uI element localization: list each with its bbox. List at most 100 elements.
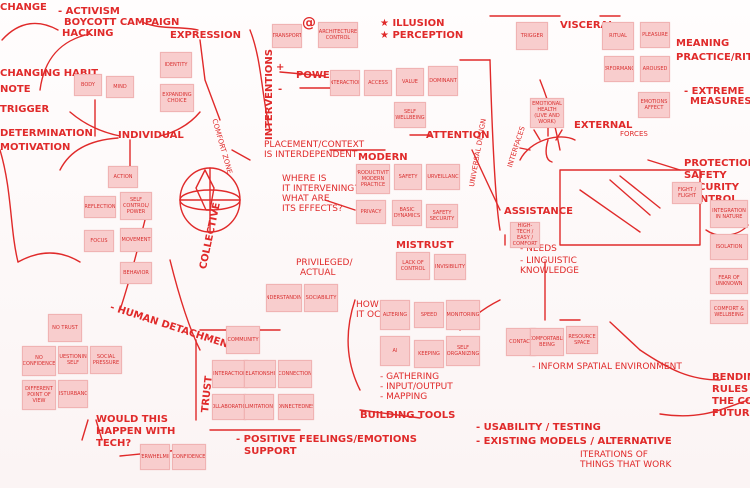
sticky-note: DISTURBANCE xyxy=(58,380,88,408)
label-security: SECURITY xyxy=(684,182,739,193)
sticky-note: MOVEMENT xyxy=(120,228,152,252)
label-activism: - ACTIVISM xyxy=(58,6,120,17)
label-meaning: MEANING xyxy=(676,38,730,49)
sticky-note: COLLABORATION xyxy=(212,394,246,420)
label-changing-habit: CHANGING HABIT xyxy=(0,68,99,79)
label-gathering: - GATHERING xyxy=(380,372,440,382)
sticky-note: DIFFERENT POINT OF VIEW xyxy=(22,380,56,410)
sticky-note: FIGHT / FLIGHT xyxy=(672,182,702,204)
label-knowledge: KNOWLEDGE xyxy=(520,266,579,276)
sticky-note: RESOURCE SPACE xyxy=(566,326,598,354)
sticky-note: CONNECTEDNESS xyxy=(278,394,314,420)
label-interventions: INTERVENTIONS xyxy=(264,49,275,140)
label-the-com: THE COM xyxy=(712,396,750,407)
sticky-note: LIMITATION xyxy=(244,394,274,420)
label-mistrust: MISTRUST xyxy=(396,240,454,251)
label-note: NOTE xyxy=(0,84,31,95)
sticky-note: CONNECTION xyxy=(278,360,312,388)
label-tech: TECH? xyxy=(96,438,132,449)
sticky-note: INVISIBILITY xyxy=(434,254,466,280)
label-visceral: VISCERAL xyxy=(560,20,615,31)
sticky-note: CONFIDENCE xyxy=(172,444,206,470)
label-existing: - EXISTING MODELS / ALTERNATIVE xyxy=(476,436,672,447)
label-plus: + xyxy=(276,62,285,73)
sticky-note: MONITORING xyxy=(446,300,480,330)
sticky-note: ACTION xyxy=(108,166,138,188)
label-extreme: - EXTREME xyxy=(684,86,745,97)
sticky-note: REFLECTION xyxy=(84,196,116,218)
label-needs: - NEEDS xyxy=(520,244,557,254)
sticky-note: COMMUNITY xyxy=(226,326,260,354)
label-change: CHANGE xyxy=(0,2,47,13)
sticky-note: QUESTIONING SELF xyxy=(58,346,88,374)
sticky-note: AI xyxy=(380,336,410,366)
sticky-note: SELF CONTROL/ POWER xyxy=(120,192,152,220)
sticky-note: NO TRUST xyxy=(48,314,82,342)
label-determination: DETERMINATION xyxy=(0,128,93,139)
sticky-note: COMFORTABLE BEING xyxy=(530,328,564,356)
label-linguistic: - LINGUISTIC xyxy=(520,256,577,266)
sticky-note: PRIVACY xyxy=(356,200,386,224)
label-attention: ATTENTION xyxy=(426,130,490,141)
label-assistance: ASSISTANCE xyxy=(504,206,573,217)
sticky-note: FEAR OF UNKNOWN xyxy=(710,268,748,294)
sticky-note: ARCHITECTURE CONTROL xyxy=(318,22,358,48)
label-what-are: WHAT ARE xyxy=(282,194,330,204)
label-practice: PRACTICE/RITU xyxy=(676,52,750,63)
sticky-note: SURVEILLANCE xyxy=(426,164,460,190)
label-motivation: MOTIVATION xyxy=(0,142,71,153)
label-actual: ACTUAL xyxy=(300,268,336,278)
label-control: CONTROL xyxy=(684,194,738,205)
sticky-note: EMOTIONS AFFECT xyxy=(638,92,670,118)
sticky-note: BEHAVIOR xyxy=(120,262,152,284)
sticky-note: COMFORT & WELLBEING xyxy=(710,300,748,324)
label-placement: PLACEMENT/CONTEXT xyxy=(264,140,365,150)
sticky-note: DOMINANT xyxy=(428,66,458,96)
sticky-note: TRANSPORT xyxy=(272,24,302,48)
sticky-note: EXPANDING CHOICE xyxy=(160,84,194,112)
label-privileged: PRIVILEGED/ xyxy=(296,258,353,268)
label-would-this: WOULD THIS xyxy=(96,414,168,425)
sticky-note: FOCUS xyxy=(84,230,114,252)
sticky-note: NO CONFIDENCE xyxy=(22,346,56,376)
label-modern: MODERN xyxy=(358,152,408,163)
label-support: SUPPORT xyxy=(244,446,297,457)
sticky-note: OVERWHELMING xyxy=(140,444,170,470)
sticky-note: IDENTITY xyxy=(160,52,192,78)
sticky-note: RELATIONSHIP xyxy=(244,360,276,388)
label-usability: - USABILITY / TESTING xyxy=(476,422,601,433)
sticky-note: UNDERSTANDING xyxy=(266,284,302,312)
sticky-note: INTERACTION xyxy=(330,70,360,96)
sticky-note: SAFETY xyxy=(394,164,422,190)
label-external: EXTERNAL xyxy=(574,120,633,131)
sticky-note: PERFORMANCE xyxy=(604,56,634,82)
sticky-note: PRODUCTIVITY MODERN PRACTICE xyxy=(356,164,390,194)
sticky-note: PLEASURE xyxy=(640,22,670,48)
sticky-note: SPEED xyxy=(414,302,444,328)
label-individual: INDIVIDUAL xyxy=(118,130,184,141)
label-mapping: - MAPPING xyxy=(380,392,428,402)
sticky-note: SELF WELLBEING xyxy=(394,102,426,128)
sticky-note: ALTERING xyxy=(380,300,410,330)
label-inform-spatial: - INFORM SPATIAL ENVIRONMENT xyxy=(532,362,682,372)
label-trigger: TRIGGER xyxy=(0,104,50,115)
sticky-note: SAFETY SECURITY xyxy=(426,204,458,228)
sticky-note: HIGH-TECH / EASY / COMFORT xyxy=(510,222,540,248)
label-expression: EXPRESSION xyxy=(170,30,241,41)
sticky-note: TRIGGER xyxy=(516,22,548,50)
sticky-note: BODY xyxy=(74,74,102,96)
sticky-note: VALUE xyxy=(396,68,424,96)
label-bending: BENDING/ xyxy=(712,372,750,383)
label-safety: SAFETY xyxy=(684,170,727,181)
sticky-note: SOCIAL PRESSURE xyxy=(90,346,122,374)
sticky-note: INTERACTION xyxy=(212,360,248,388)
sticky-note: AROUSED xyxy=(640,56,670,82)
sticky-note: EMOTIONAL HEALTH (LIVE AND WORK) xyxy=(530,98,564,128)
label-power: POWER xyxy=(296,70,338,81)
label-protection: PROTECTION/ xyxy=(684,158,750,169)
label-illusion: ★ ILLUSION xyxy=(380,18,445,29)
label-where-is: WHERE IS xyxy=(282,174,327,184)
label-happen-with: HAPPEN WITH xyxy=(96,426,176,437)
sticky-note: RITUAL xyxy=(602,22,634,50)
